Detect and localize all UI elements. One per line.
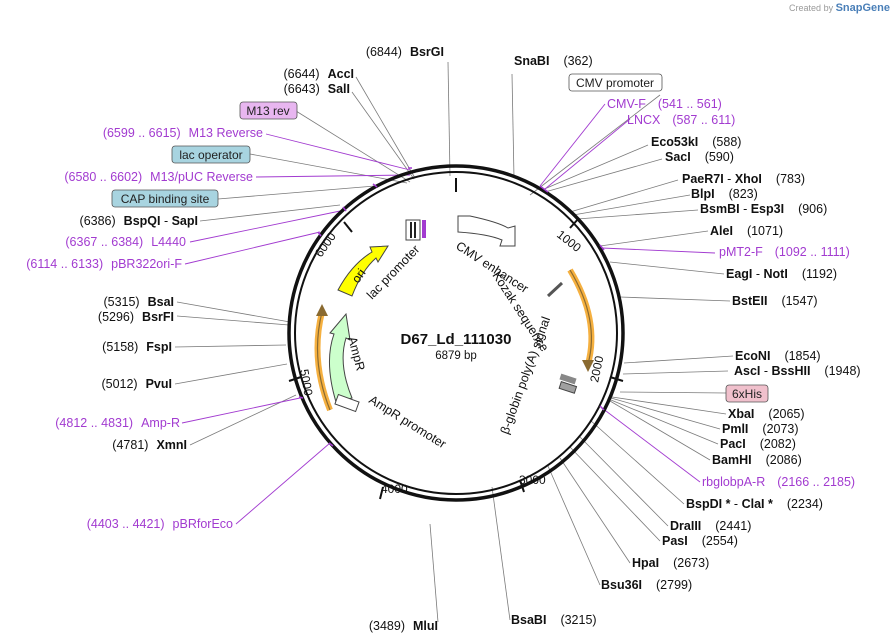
site-bspdi-clai: BspDI * - ClaI *(2234) [686, 497, 823, 511]
primer-leader-lines [181, 103, 716, 525]
label-cmv-enhancer: CMV enhancer [453, 239, 531, 296]
site-bsabi: BsaBI(3215) [511, 613, 597, 627]
tick-1000: 1000 [554, 227, 584, 255]
site-blpi: BlpI(823) [691, 187, 758, 201]
site-bspqi-sapi: (6386)BspQI - SapI [80, 214, 198, 228]
label-ori: ori [349, 266, 369, 285]
backbone-outer [287, 164, 625, 502]
label-ampr: AmpR [345, 335, 368, 372]
ori-arrow [337, 245, 389, 297]
plasmid-size: 6879 bp [435, 350, 477, 362]
tick-3000: 3000 [519, 473, 546, 487]
primer-lncx: LNCX(587 .. 611) [627, 113, 735, 127]
kozak-mark [546, 281, 564, 298]
primer-rbglobpa-r: rbglobpA-R(2166 .. 2185) [702, 475, 855, 489]
site-xmni: (4781)XmnI [112, 438, 187, 452]
site-draiii: DraIII(2441) [670, 519, 751, 533]
orf-arrowhead-left [316, 304, 328, 316]
site-pasi: PasI(2554) [662, 534, 738, 548]
polya-mark [558, 381, 578, 394]
site-fspi: (5158)FspI [102, 340, 172, 354]
tick-4000: 4000 [381, 482, 408, 496]
box-cmv-promoter: CMV promoter [568, 73, 663, 92]
site-mlui: (3489)MluI [369, 619, 438, 633]
primer-m13-reverse: (6599 .. 6615)M13 Reverse [103, 126, 263, 140]
site-snabi: SnaBI(362) [514, 54, 593, 68]
primer-l4440: (6367 .. 6384)L4440 [65, 235, 186, 249]
site-bsrgi: (6844)BsrGI [366, 45, 444, 59]
site-eco53ki: Eco53kI(588) [651, 135, 741, 149]
site-saci: SacI(590) [665, 150, 734, 164]
svg-text:CAP binding site: CAP binding site [121, 192, 210, 206]
site-xbai: XbaI(2065) [728, 407, 805, 421]
left-labels: (6844)BsrGI (6644)AccI (6643)SalI (6599 … [26, 45, 444, 633]
cmv-enhancer-arrow [457, 215, 516, 247]
tick-6000: 6000 [312, 230, 339, 260]
orf-highlight-right [567, 268, 595, 365]
site-alei: AleI(1071) [710, 224, 783, 238]
site-paci: PacI(2082) [720, 437, 796, 451]
site-sali: (6643)SalI [284, 82, 350, 96]
svg-text:CMV promoter: CMV promoter [576, 76, 654, 90]
backbone-inner [294, 171, 618, 495]
site-bsai: (5315)BsaI [103, 295, 174, 309]
snapgene-watermark: Created by SnapGene [789, 2, 890, 14]
primer-pbrforeco: (4403 .. 4421)pBRforEco [87, 517, 233, 531]
box-lac-operator: lac operator [171, 145, 251, 164]
site-bsrfi: (5296)BsrFI [98, 310, 174, 324]
orf-arc-left [316, 311, 331, 411]
site-econi: EcoNI(1854) [735, 349, 821, 363]
primer-m13-puc-reverse: (6580 .. 6602)M13/pUC Reverse [64, 170, 253, 184]
site-bsu36i: Bsu36I(2799) [601, 578, 692, 592]
primer-pbr322ori-f: (6114 .. 6133)pBR322ori-F [26, 257, 182, 271]
svg-text:lac operator: lac operator [179, 148, 242, 162]
watermark-brand: SnapGene [835, 2, 890, 14]
label-ampr-promoter: AmpR promoter [366, 393, 448, 452]
his-tag-mark [559, 373, 577, 385]
site-pvui: (5012)PvuI [101, 377, 172, 391]
ampr-arrow [328, 312, 353, 403]
tick-5000: 5000 [297, 368, 315, 397]
svg-text:6xHis: 6xHis [732, 387, 762, 401]
ticks [288, 217, 624, 500]
svg-text:M13 rev: M13 rev [246, 104, 289, 118]
box-6xhis: 6xHis [725, 384, 769, 403]
box-m13-rev: M13 rev [239, 101, 298, 120]
ampr-promoter-box [334, 393, 360, 413]
site-bsteii: BstEII(1547) [732, 294, 818, 308]
watermark-prefix: Created by [789, 3, 834, 13]
site-eagi-noti: EagI - NotI(1192) [726, 267, 837, 281]
right-labels: SnaBI(362) CMV-F(541 .. 561) LNCX(587 ..… [511, 54, 861, 627]
orf-arrowhead-right [582, 360, 594, 372]
site-asci-bsshii: AscI - BssHII(1948) [734, 364, 861, 378]
cmv-promoter-box [405, 219, 421, 241]
primer-amp-r: (4812 .. 4831)Amp-R [55, 416, 180, 430]
orf-arc-right [569, 269, 593, 365]
site-bsmbi-esp3i: BsmBI - Esp3I(906) [700, 202, 827, 216]
site-pmli: PmlI(2073) [722, 422, 799, 436]
site-hpai: HpaI(2673) [632, 556, 709, 570]
primer-pmt2-f: pMT2-F(1092 .. 1111) [719, 245, 850, 259]
primer-bar-lac [422, 220, 426, 238]
primer-cmv-f: CMV-F(541 .. 561) [607, 97, 722, 111]
site-bamhi: BamHI(2086) [712, 453, 802, 467]
plasmid-name: D67_Ld_111030 [401, 331, 512, 348]
leader-lines [174, 61, 734, 623]
box-cap-binding-site: CAP binding site [111, 189, 219, 208]
primer-markers [298, 167, 605, 447]
site-paer7i-xhoi: PaeR7I - XhoI(783) [682, 172, 805, 186]
site-acci: (6644)AccI [283, 67, 354, 81]
